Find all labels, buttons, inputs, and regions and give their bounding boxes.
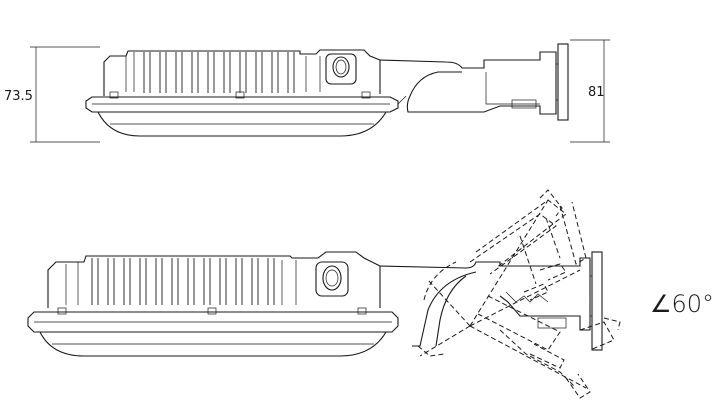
mounting-boss-top <box>325 53 357 85</box>
mounting-arm-bottom <box>379 257 591 331</box>
tilt-positions-dashed <box>417 189 621 399</box>
lens-diffuser-bottom <box>39 331 387 357</box>
dimension-right: 81 <box>570 39 610 143</box>
wall-plate-top <box>557 43 569 121</box>
frame-screws-top <box>109 91 371 99</box>
cooling-fins-bottom <box>65 258 297 305</box>
mounting-boss-bottom <box>315 261 349 297</box>
lens-diffuser-top <box>97 111 387 137</box>
bottom-tilt-view <box>27 189 621 399</box>
top-side-view: 73.5 81 <box>4 39 610 143</box>
dimension-label-73-5: 73.5 <box>4 89 33 104</box>
housing-frame <box>85 96 399 113</box>
wall-plate-bottom <box>591 251 603 351</box>
housing-frame-bottom <box>27 311 399 333</box>
tilt-angle-label: ∠60° <box>650 290 714 318</box>
housing-body <box>103 49 381 96</box>
dimension-label-81: 81 <box>588 85 605 100</box>
dimension-left: 73.5 <box>4 46 100 143</box>
cooling-fins-top <box>125 52 321 93</box>
housing-body-bottom <box>47 251 381 308</box>
frame-screws-bottom <box>57 307 367 315</box>
mounting-arm-top <box>379 51 557 115</box>
